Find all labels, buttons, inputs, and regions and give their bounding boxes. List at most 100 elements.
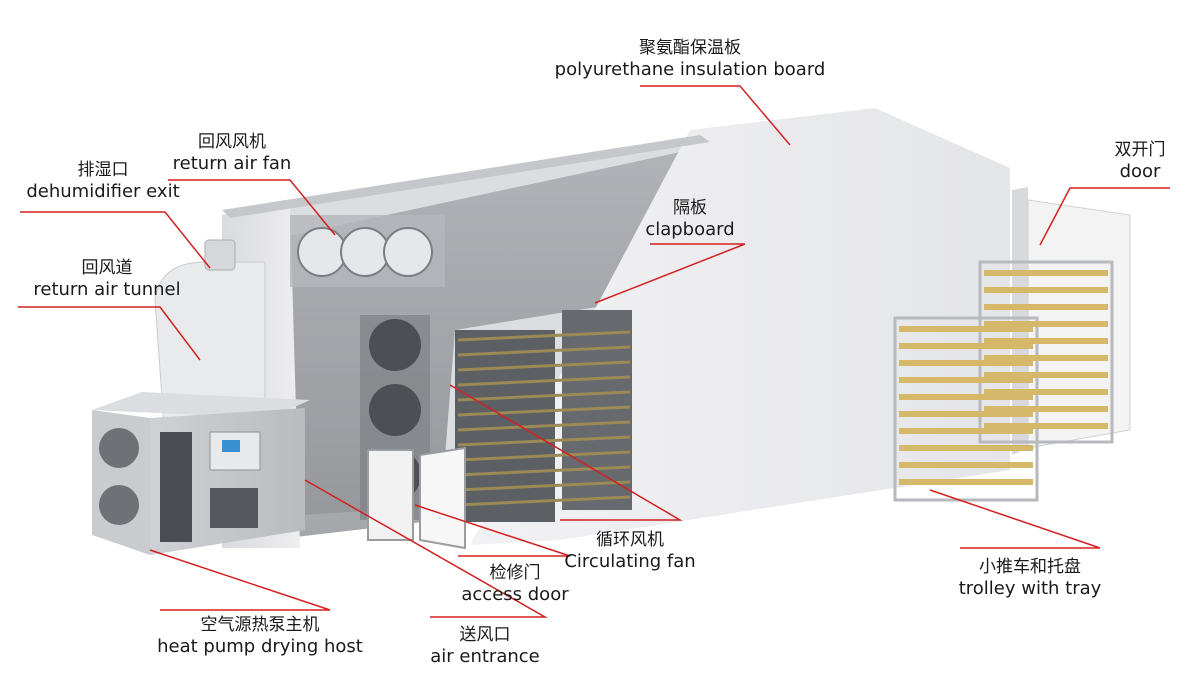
tray-back <box>984 355 1108 361</box>
trolleys <box>893 260 1114 502</box>
label-heat-pump-en: heat pump drying host <box>157 636 363 658</box>
label-return-fan-en: return air fan <box>172 153 292 175</box>
label-insulation: 聚氨酯保温板 polyurethane insulation board <box>540 38 840 82</box>
pump-grille <box>160 432 192 542</box>
label-air-entrance-zh: 送风口 <box>459 625 511 645</box>
fan-2 <box>340 227 390 277</box>
leader-clapboard <box>594 243 746 304</box>
rack-shelf <box>457 450 631 462</box>
leader-trolley <box>929 489 1101 549</box>
label-circulating-fan: 循环风机 Circulating fan <box>555 530 705 574</box>
label-return-fan: 回风风机 return air fan <box>152 132 312 176</box>
dehumidifier-pipe <box>204 239 236 271</box>
tray-back <box>984 321 1108 327</box>
tray-back <box>984 423 1108 429</box>
label-return-fan-zh: 回风风机 <box>198 132 266 152</box>
tray-back <box>984 304 1108 310</box>
label-door-zh: 双开门 <box>1114 140 1166 160</box>
interior-racks <box>455 310 632 522</box>
leader-lines <box>18 85 1170 618</box>
label-insulation-zh: 聚氨酯保温板 <box>639 38 741 58</box>
label-access-door-zh: 检修门 <box>489 563 541 583</box>
tray-front <box>899 394 1033 400</box>
label-insulation-en: polyurethane insulation board <box>554 59 826 81</box>
rack-shelf <box>457 405 631 417</box>
leader-dehumidifier <box>20 211 211 269</box>
tray-front <box>899 377 1033 383</box>
trolley-back <box>978 260 1114 444</box>
rack-shelf <box>457 360 631 372</box>
circ-fan-1 <box>369 319 421 371</box>
rack-shelf <box>457 345 631 357</box>
rack-shelves <box>457 330 631 507</box>
tray-front <box>899 411 1033 417</box>
tray-front <box>899 479 1033 485</box>
label-return-tunnel-zh: 回风道 <box>81 258 133 278</box>
label-heat-pump-zh: 空气源热泵主机 <box>200 615 320 635</box>
label-clapboard: 隔板 clapboard <box>625 198 755 242</box>
leader-access-door <box>414 504 571 557</box>
label-heat-pump: 空气源热泵主机 heat pump drying host <box>140 615 380 659</box>
rack-shelf <box>457 420 631 432</box>
chamber-roof-edge <box>222 135 710 218</box>
label-door-en: door <box>1119 161 1161 183</box>
label-dehumidifier-en: dehumidifier exit <box>26 181 180 203</box>
pump-fan-bottom <box>99 485 139 525</box>
label-dehumidifier-zh: 排湿口 <box>77 160 129 180</box>
label-return-tunnel-en: return air tunnel <box>33 279 181 301</box>
label-air-entrance: 送风口 air entrance <box>420 625 550 669</box>
tray-front <box>899 428 1033 434</box>
tray-back <box>984 389 1108 395</box>
pump-screen <box>222 440 240 452</box>
tray-front <box>899 343 1033 349</box>
circ-fan-2 <box>369 384 421 436</box>
leader-air-entrance <box>304 479 548 618</box>
tray-back <box>984 372 1108 378</box>
label-dehumidifier: 排湿口 dehumidifier exit <box>8 160 198 204</box>
heat-pump <box>92 392 310 555</box>
access-door <box>367 446 466 550</box>
leader-door <box>1039 187 1170 246</box>
fan-3 <box>383 227 433 277</box>
tray-front <box>899 445 1033 451</box>
pump-vent <box>210 488 258 528</box>
tray-back <box>984 287 1108 293</box>
label-air-entrance-en: air entrance <box>430 646 540 668</box>
return-fans <box>290 215 445 287</box>
leader-heat-pump <box>149 549 331 611</box>
label-clapboard-en: clapboard <box>645 219 735 241</box>
tray-front <box>899 326 1033 332</box>
label-circulating-fan-zh: 循环风机 <box>596 530 664 550</box>
leader-circulating-fan <box>449 384 683 521</box>
access-door-leaf <box>419 446 466 550</box>
label-trolley-zh: 小推车和托盘 <box>979 557 1081 577</box>
leader-return-fan <box>168 179 336 236</box>
label-return-tunnel: 回风道 return air tunnel <box>12 258 202 302</box>
rack-shelf <box>457 390 631 402</box>
tray-front <box>899 462 1033 468</box>
label-trolley-en: trolley with tray <box>958 578 1102 600</box>
rack-shelf <box>457 495 631 507</box>
rack-shelf <box>457 480 631 492</box>
fan-1 <box>297 227 347 277</box>
label-circulating-fan-en: Circulating fan <box>564 551 696 573</box>
label-clapboard-zh: 隔板 <box>673 198 707 218</box>
tray-back <box>984 406 1108 412</box>
rack-shelf <box>457 375 631 387</box>
tray-back <box>984 338 1108 344</box>
pump-fan-top <box>99 428 139 468</box>
tray-back <box>984 270 1108 276</box>
label-access-door: 检修门 access door <box>450 563 580 607</box>
access-door-frame <box>367 449 414 541</box>
label-trolley: 小推车和托盘 trolley with tray <box>945 557 1115 601</box>
label-access-door-en: access door <box>461 584 569 606</box>
trolley-trays <box>899 270 1108 485</box>
leader-return-tunnel <box>18 306 201 361</box>
rack-shelf <box>457 330 631 342</box>
leader-insulation <box>640 85 791 146</box>
rack-shelf <box>457 465 631 477</box>
label-door: 双开门 door <box>1090 140 1190 184</box>
tray-front <box>899 360 1033 366</box>
